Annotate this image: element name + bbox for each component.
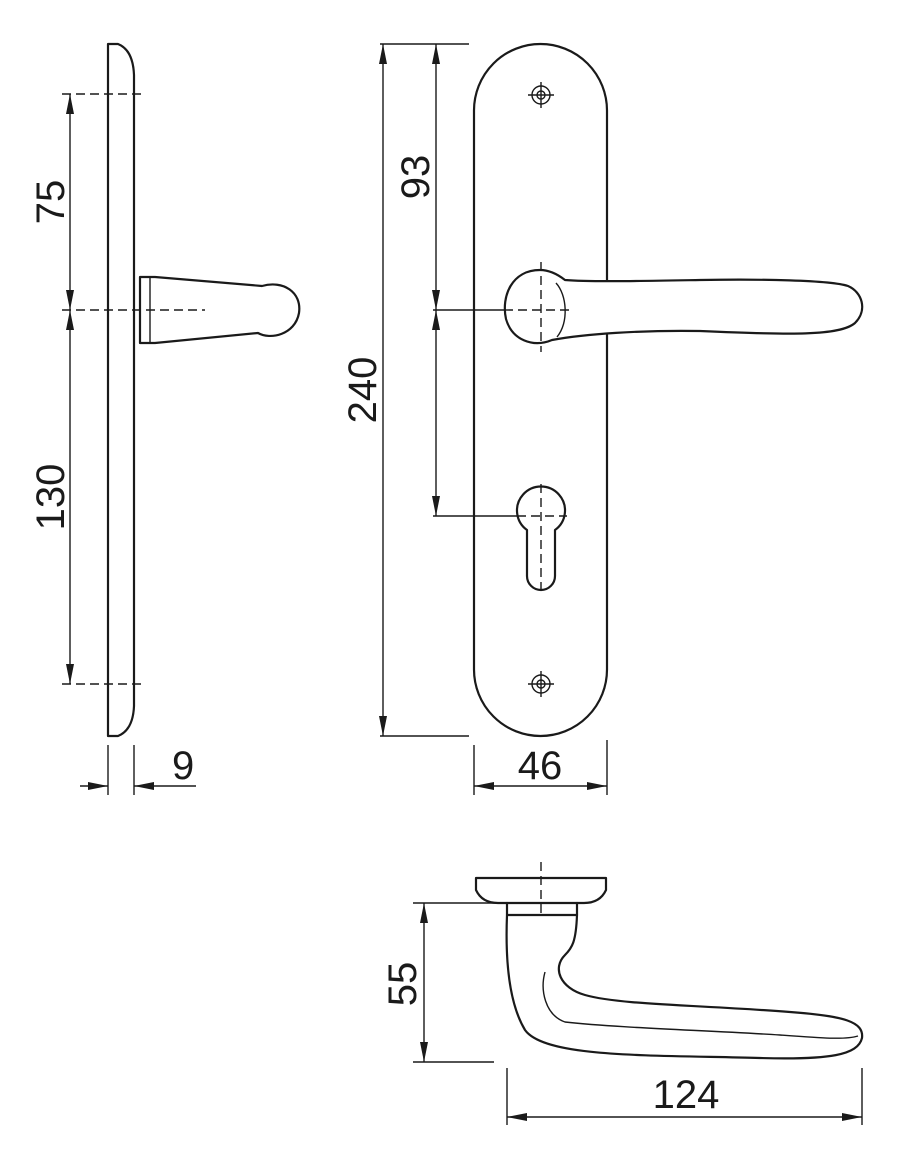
lever-top-view: 55 124 [381, 862, 864, 1125]
top-screw-icon [528, 82, 554, 108]
dim-label-9: 9 [172, 744, 194, 788]
dim-label-93: 93 [394, 155, 438, 200]
front-backplate [472, 42, 609, 738]
front-view: 240 93 46 [341, 42, 864, 795]
lever-body [505, 913, 864, 1060]
dim-label-55: 55 [381, 962, 425, 1007]
front-lever-handle [503, 268, 864, 345]
bottom-screw-icon [528, 671, 554, 697]
side-handle [138, 275, 301, 345]
dim-label-240: 240 [341, 357, 385, 424]
rose-plate [474, 876, 608, 905]
dim-label-124: 124 [653, 1073, 720, 1117]
dim-label-75: 75 [29, 180, 73, 225]
side-backplate [106, 42, 136, 738]
dim-label-46: 46 [518, 744, 563, 788]
dim-label-130: 130 [29, 464, 73, 531]
keyhole [515, 485, 567, 592]
lever-neck [505, 901, 579, 917]
side-view: 75 130 9 [29, 42, 301, 795]
